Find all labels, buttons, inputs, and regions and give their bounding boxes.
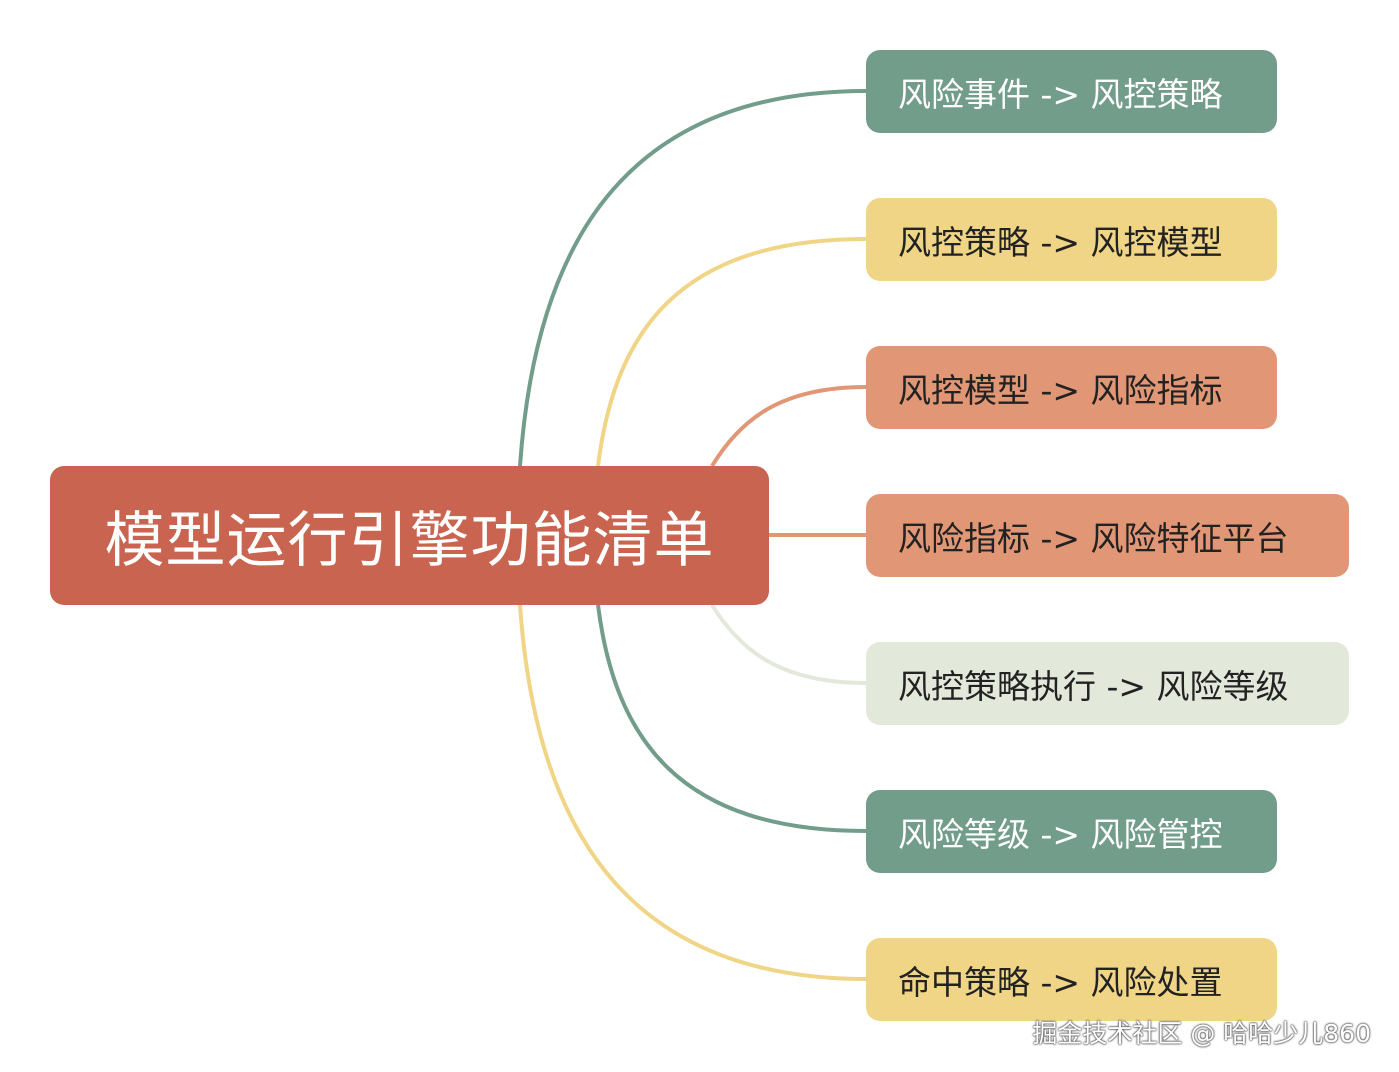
- connector-line-2: [596, 237, 867, 467]
- branch-node-6[interactable]: 风险等级 -> 风险管控: [866, 790, 1277, 873]
- branch-label-4: 风险指标 -> 风险特征平台: [898, 518, 1289, 558]
- root-label: 模型运行引擎功能清单: [104, 506, 715, 576]
- branch-node-1[interactable]: 风险事件 -> 风控策略: [866, 50, 1277, 133]
- connector-line-6: [596, 604, 867, 833]
- branch-label-6: 风险等级 -> 风险管控: [898, 814, 1223, 854]
- branch-node-4[interactable]: 风险指标 -> 风险特征平台: [866, 494, 1349, 577]
- connector-line-1: [518, 89, 867, 467]
- watermark: 掘金技术社区 @ 哈哈少儿860: [1032, 1019, 1371, 1048]
- branch-label-5: 风控策略执行 -> 风险等级: [898, 666, 1289, 706]
- connector-line-3: [710, 385, 867, 468]
- branch-label-2: 风控策略 -> 风控模型: [898, 222, 1223, 262]
- connector-line-5: [710, 603, 867, 685]
- branch-node-3[interactable]: 风控模型 -> 风险指标: [866, 346, 1277, 429]
- branch-label-3: 风控模型 -> 风险指标: [898, 370, 1223, 410]
- branch-node-7[interactable]: 命中策略 -> 风险处置: [866, 938, 1277, 1021]
- connector-line-7: [518, 604, 867, 981]
- branch-node-5[interactable]: 风控策略执行 -> 风险等级: [866, 642, 1349, 725]
- branch-label-1: 风险事件 -> 风控策略: [898, 74, 1223, 114]
- branch-label-7: 命中策略 -> 风险处置: [898, 962, 1223, 1002]
- branch-node-2[interactable]: 风控策略 -> 风控模型: [866, 198, 1277, 281]
- root-node[interactable]: 模型运行引擎功能清单: [50, 466, 769, 605]
